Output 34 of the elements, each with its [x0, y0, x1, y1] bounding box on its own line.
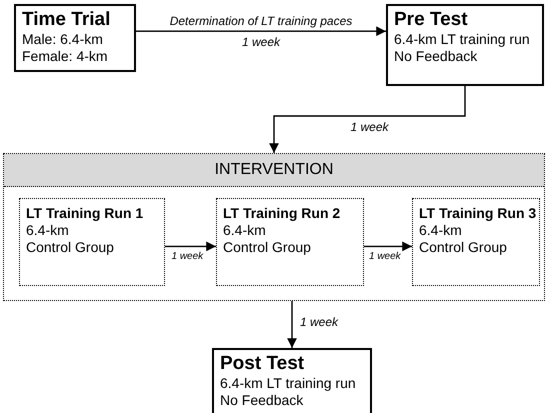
box-text: Control Group: [223, 239, 312, 256]
arrow: [136, 26, 386, 36]
arrow: [364, 242, 412, 252]
step-box: [212, 348, 372, 413]
edge-label: 1 week: [350, 120, 389, 134]
box-text: 6.4-km LT training run: [394, 31, 531, 48]
arrow: [165, 242, 216, 252]
step-box: [412, 198, 540, 286]
arrow: [269, 86, 466, 153]
box-text: Control Group: [26, 239, 115, 256]
box-text: 6.4-km: [223, 222, 267, 239]
step-box: [386, 4, 544, 86]
box-title: Pre Test: [394, 9, 469, 31]
box-text: No Feedback: [220, 392, 304, 409]
box-text: Male: 6.4-km: [22, 31, 104, 48]
group-panel: [3, 153, 545, 301]
box-text: Control Group: [419, 239, 508, 256]
step-box: [19, 198, 165, 286]
edge-label: Determination of LT training paces: [170, 14, 352, 28]
box-text: 6.4-km LT training run: [220, 375, 357, 392]
box-title: Post Test: [220, 353, 306, 375]
box-text: Female: 4-km: [22, 48, 109, 65]
box-title: LT Training Run 2: [223, 205, 342, 222]
edge-label: 1 week: [300, 314, 338, 328]
step-box: [14, 4, 136, 72]
box-title: Time Trial: [22, 9, 112, 31]
box-text: 6.4-km: [419, 222, 463, 239]
box-text: 6.4-km: [26, 222, 70, 239]
box-text: No Feedback: [394, 48, 478, 65]
step-box: [216, 198, 364, 286]
panel-heading: INTERVENTION: [4, 154, 544, 187]
duration-note: 1 week: [242, 35, 280, 50]
box-title: LT Training Run 1: [26, 205, 144, 222]
arrow: [287, 301, 297, 348]
